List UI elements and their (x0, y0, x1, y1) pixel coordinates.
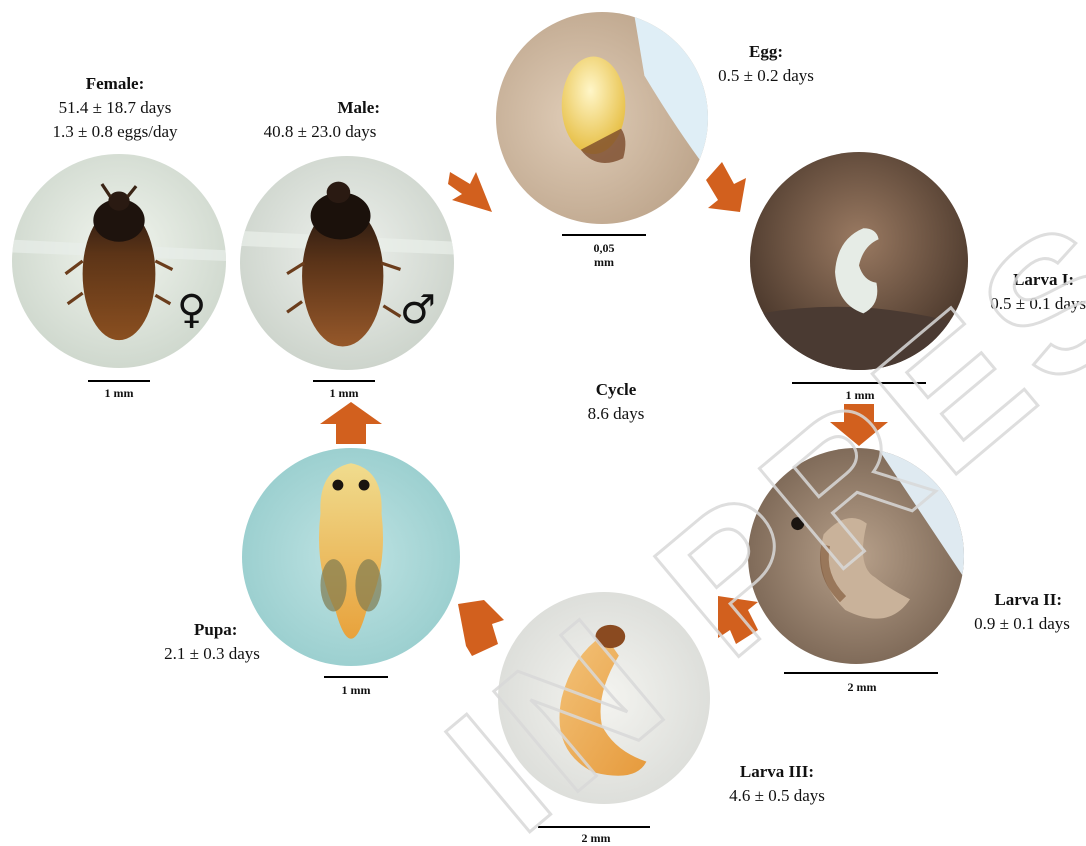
larva3-label: Larva III: 4.6 ± 0.5 days (712, 760, 842, 808)
larva2-photo (748, 448, 964, 664)
egg-duration: 0.5 ± 0.2 days (706, 64, 826, 88)
egg-scale-unit: mm (568, 255, 640, 269)
female-fecundity: 1.3 ± 0.8 eggs/day (20, 120, 210, 144)
larva1-scale-bar (792, 382, 926, 384)
arrow-egg-to-larva1-icon (704, 162, 752, 216)
larva1-label: Larva I: 0.5 ± 0.1 days (968, 268, 1086, 316)
egg-scale-value: 0,05 (568, 241, 640, 255)
arrow-larva3-to-pupa-icon (458, 600, 506, 656)
larva2-title: Larva II: (958, 588, 1086, 612)
female-scale-bar (88, 380, 150, 382)
pupa-scale-bar (324, 676, 388, 678)
larva2-scale-label: 2 mm (832, 680, 892, 694)
arrow-male-to-egg-icon (448, 162, 496, 216)
pupa-title: Pupa: (140, 618, 284, 642)
male-label: Male: 40.8 ± 23.0 days (240, 96, 400, 144)
egg-scale-bar (562, 234, 646, 236)
cycle-title: Cycle (556, 378, 676, 402)
male-scale-bar (313, 380, 375, 382)
female-label: Female: 51.4 ± 18.7 days 1.3 ± 0.8 eggs/… (20, 72, 210, 144)
larva1-photo (750, 152, 968, 370)
male-title: Male: (240, 96, 400, 120)
larva1-title: Larva I: (968, 268, 1086, 292)
male-photo (240, 156, 454, 370)
egg-photo (496, 12, 708, 224)
female-lifespan: 51.4 ± 18.7 days (20, 96, 210, 120)
female-title: Female: (20, 72, 210, 96)
larva3-scale-bar (538, 826, 650, 828)
male-scale-label: 1 mm (313, 386, 375, 400)
larva3-duration: 4.6 ± 0.5 days (712, 784, 842, 808)
larva1-duration: 0.5 ± 0.1 days (968, 292, 1086, 316)
egg-scale-label: 0,05 mm (568, 241, 640, 269)
larva3-scale-label: 2 mm (566, 831, 626, 845)
larva3-photo (498, 592, 710, 804)
pupa-duration: 2.1 ± 0.3 days (140, 642, 284, 666)
cycle-label: Cycle 8.6 days (556, 378, 676, 426)
arrow-larva1-to-larva2-icon (828, 404, 890, 446)
cycle-duration: 8.6 days (556, 402, 676, 426)
arrow-larva2-to-larva3-icon (712, 596, 760, 648)
larva2-scale-bar (784, 672, 938, 674)
male-lifespan: 40.8 ± 23.0 days (240, 120, 400, 144)
pupa-scale-label: 1 mm (326, 683, 386, 697)
female-scale-label: 1 mm (88, 386, 150, 400)
female-photo (12, 154, 226, 368)
female-symbol-icon: ♀ (177, 290, 206, 330)
larva2-duration: 0.9 ± 0.1 days (958, 612, 1086, 636)
larva2-label: Larva II: 0.9 ± 0.1 days (958, 588, 1086, 636)
egg-title: Egg: (706, 40, 826, 64)
larva3-title: Larva III: (712, 760, 842, 784)
pupa-label: Pupa: 2.1 ± 0.3 days (140, 618, 284, 666)
male-symbol-icon: ♂ (400, 290, 436, 330)
larva1-scale-label: 1 mm (830, 388, 890, 402)
egg-label: Egg: 0.5 ± 0.2 days (706, 40, 826, 88)
arrow-pupa-to-male-icon (318, 402, 384, 444)
